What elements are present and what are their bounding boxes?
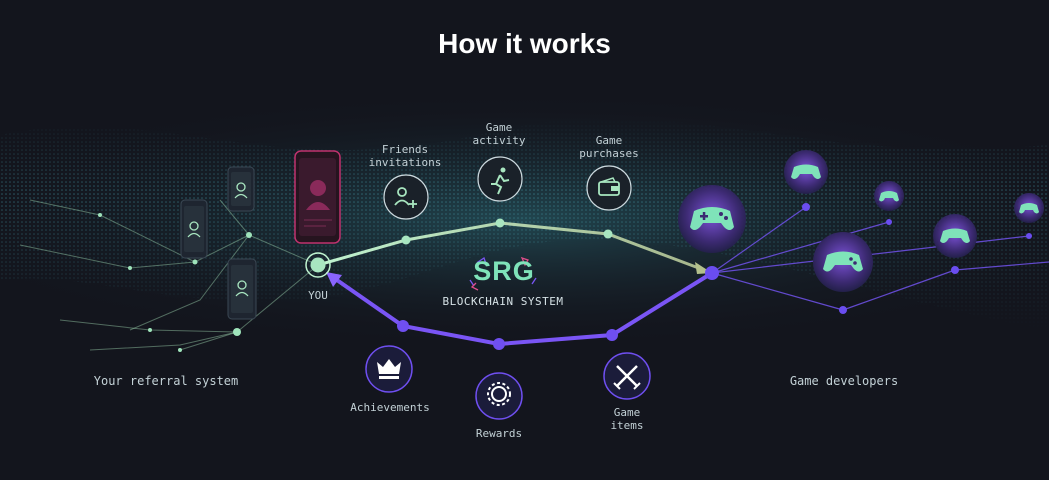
- phone-icon: [294, 150, 341, 244]
- step-label-friends-invitations: Friends invitations: [368, 143, 442, 169]
- gamepad-icon: [678, 185, 746, 253]
- crossed-swords-icon: [603, 352, 651, 400]
- wallet-icon: [586, 165, 632, 211]
- running-person-icon: [477, 156, 523, 202]
- srg-logo-accent: [469, 256, 537, 291]
- brand-logo: SRG: [473, 256, 535, 286]
- step-label-achievements: Achievements: [350, 401, 430, 414]
- step-label-game-activity: Game activity: [472, 121, 526, 147]
- brand-subtitle: BLOCKCHAIN SYSTEM: [442, 295, 564, 308]
- you-label: YOU: [308, 289, 328, 302]
- gamepad-icon: [874, 181, 904, 211]
- gamepad-icon: [784, 150, 828, 194]
- phone-icon: [180, 199, 208, 259]
- page-title: How it works: [438, 28, 611, 59]
- section-label-developers: Game developers: [789, 374, 899, 388]
- step-label-game-items: Game items: [610, 406, 644, 432]
- gamepad-icon: [813, 232, 873, 292]
- crown-icon: [365, 345, 413, 393]
- gamepad-icon: [933, 214, 977, 258]
- reward-badge-icon: [475, 372, 523, 420]
- phone-icon: [227, 258, 257, 320]
- phone-icon: [227, 166, 255, 212]
- add-friend-icon: [383, 174, 429, 220]
- step-label-rewards: Rewards: [475, 427, 523, 440]
- gamepad-icon: [1014, 193, 1044, 223]
- you-node: [305, 252, 331, 278]
- section-label-referral: Your referral system: [93, 374, 239, 388]
- step-label-game-purchases: Game purchases: [579, 134, 639, 160]
